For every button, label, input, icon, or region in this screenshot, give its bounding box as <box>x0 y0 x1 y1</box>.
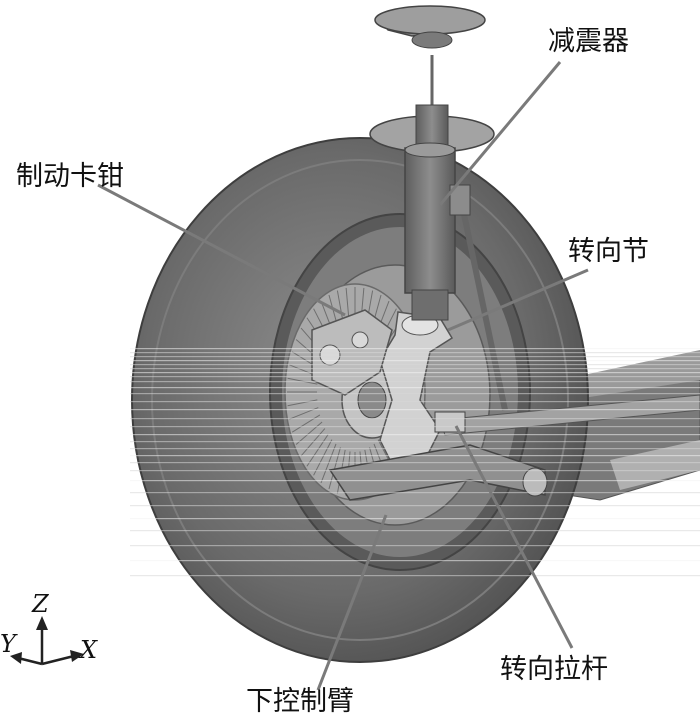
shock-absorber <box>369 5 495 321</box>
label-lower-control-arm: 下控制臂 <box>246 686 354 717</box>
y-arrowhead <box>10 652 22 664</box>
stabilizer-link <box>449 184 508 411</box>
label-brake-caliper: 制动卡钳 <box>16 161 124 192</box>
axis-label-y: Y <box>0 630 16 658</box>
axis-label-z: Z <box>32 590 49 618</box>
leader-lines <box>97 61 589 691</box>
label-shock-absorber: 减震器 <box>548 26 629 57</box>
leader-shock-absorber <box>438 61 562 206</box>
y-axis <box>17 656 43 666</box>
scanline-artifacts <box>130 348 700 577</box>
coordinate-axes <box>10 616 84 666</box>
x-axis <box>41 654 75 666</box>
leader-brake-caliper <box>97 183 346 317</box>
lower-control-arm <box>328 444 548 501</box>
label-steering-knuckle: 转向节 <box>568 236 649 267</box>
label-tie-rod: 转向拉杆 <box>500 654 608 685</box>
z-arrowhead <box>36 616 48 630</box>
axis-label-x: X <box>80 636 98 664</box>
leader-steering-knuckle <box>447 268 589 332</box>
x-arrowhead <box>70 650 84 662</box>
leader-lower-control-arm <box>316 514 388 691</box>
leader-tie-rod <box>454 425 574 649</box>
